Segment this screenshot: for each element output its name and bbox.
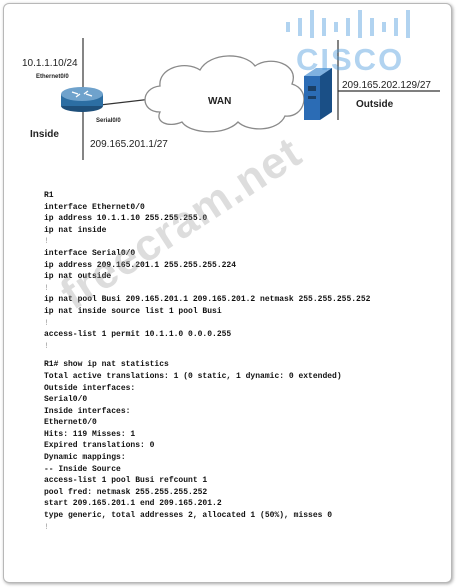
config-separator: ! <box>44 341 49 351</box>
network-diagram: 10.1.1.10/24 Ethernet0/0 Serial0/0 Insid… <box>0 0 457 175</box>
config-line: type generic, total addresses 2, allocat… <box>44 511 333 521</box>
config-separator: ! <box>44 522 49 532</box>
config-line: pool fred: netmask 255.255.255.252 <box>44 487 208 497</box>
config-line: interface Serial0/0 <box>44 248 136 258</box>
config-line: Outside interfaces: <box>44 383 136 393</box>
config-line: ip address 209.165.201.1 255.255.255.224 <box>44 260 237 270</box>
ethernet-interface-label: Ethernet0/0 <box>36 74 69 80</box>
config-line: ip nat inside source list 1 pool Busi <box>44 306 222 316</box>
network-topology <box>61 10 440 160</box>
config-line: ip nat inside <box>44 225 107 235</box>
server-icon <box>304 68 332 120</box>
wan-label: WAN <box>208 96 232 107</box>
serial-interface-label: Serial0/0 <box>96 118 121 124</box>
config-line: Inside interfaces: <box>44 406 131 416</box>
config-line: Dynamic mappings: <box>44 453 126 463</box>
outside-label: Outside <box>356 99 394 110</box>
config-separator: ! <box>44 318 49 328</box>
config-output: R1 interface Ethernet0/0 ip address 10.1.1… <box>44 190 444 533</box>
config-line: start 209.165.201.1 end 209.165.201.2 <box>44 499 222 509</box>
wan-cloud-icon <box>144 55 305 133</box>
config-line: ip nat outside <box>44 272 112 282</box>
brand-logo-text: CISCO <box>296 42 405 77</box>
serial-ip-label: 209.165.201.1/27 <box>90 139 168 150</box>
config-line: Ethernet0/0 <box>44 418 97 428</box>
config-line: -- Inside Source <box>44 464 121 474</box>
config-line: interface Ethernet0/0 <box>44 202 145 212</box>
config-line: Total active translations: 1 (0 static, … <box>44 371 342 381</box>
config-separator: ! <box>44 237 49 247</box>
brand-logo-bars <box>286 10 410 38</box>
config-line: Expired translations: 0 <box>44 441 155 451</box>
inside-ip-label: 10.1.1.10/24 <box>22 58 78 69</box>
config-line: ip nat pool Busi 209.165.201.1 209.165.2… <box>44 295 371 305</box>
config-line: ip address 10.1.1.10 255.255.255.0 <box>44 214 208 224</box>
config-line: R1 <box>44 191 54 200</box>
config-line: R1# show ip nat statistics <box>44 360 169 370</box>
config-line: Hits: 119 Misses: 1 <box>44 429 136 439</box>
router-icon <box>61 87 103 112</box>
outside-ip-label: 209.165.202.129/27 <box>342 80 431 91</box>
config-separator: ! <box>44 283 49 293</box>
config-line: access-list 1 pool Busi refcount 1 <box>44 476 208 486</box>
inside-label: Inside <box>30 129 59 140</box>
config-line: access-list 1 permit 10.1.1.0 0.0.0.255 <box>44 330 232 340</box>
config-gap <box>44 352 444 359</box>
config-line: Serial0/0 <box>44 395 88 405</box>
